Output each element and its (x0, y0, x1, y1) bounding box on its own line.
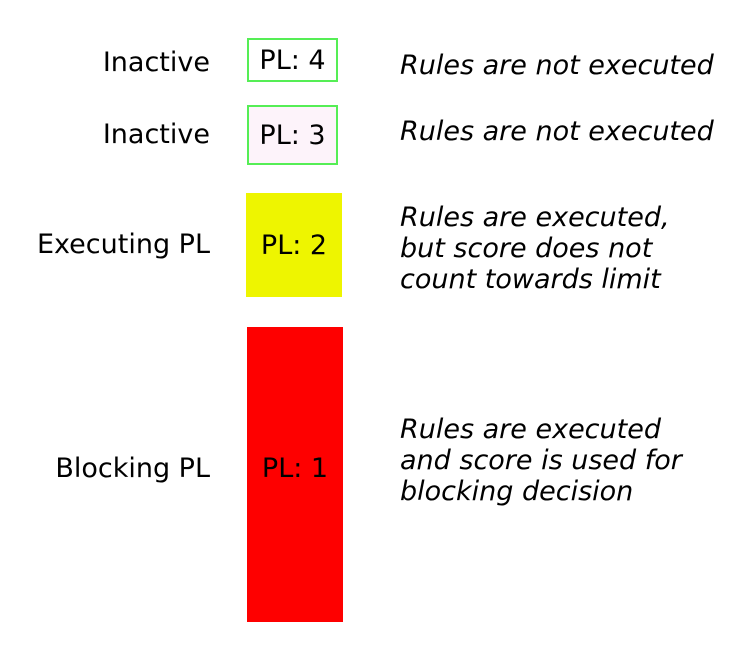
state-label-pl1: Blocking PL (55, 453, 210, 484)
pl1-box-label: PL: 1 (261, 453, 329, 484)
description-line: and score is used for (400, 445, 682, 476)
description-line: Rules are not executed (400, 50, 714, 81)
state-label-pl4: Inactive (102, 47, 210, 78)
pl2-box-label: PL: 2 (260, 229, 328, 261)
description-line: but score does not (400, 233, 653, 264)
pl4-box: PL: 4 (247, 38, 338, 82)
state-label-pl2: Executing PL (36, 229, 210, 260)
description-line: Rules are executed, (400, 202, 670, 233)
description-pl3: Rules are not executed (400, 116, 714, 147)
description-line: blocking decision (400, 476, 634, 507)
description-pl2: Rules are executed, but score does not c… (400, 202, 670, 295)
state-label-pl3: Inactive (102, 119, 210, 150)
pl3-box: PL: 3 (247, 105, 338, 165)
pl3-box-label: PL: 3 (259, 119, 326, 151)
pl4-box-label: PL: 4 (259, 44, 326, 76)
description-pl1: Rules are executed and score is used for… (400, 414, 682, 507)
description-line: count towards limit (400, 264, 661, 295)
pl1-box: PL: 1 (247, 327, 343, 622)
description-pl4: Rules are not executed (400, 50, 714, 81)
pl2-box: PL: 2 (246, 193, 342, 297)
description-line: Rules are executed (400, 414, 661, 445)
description-line: Rules are not executed (400, 116, 714, 147)
